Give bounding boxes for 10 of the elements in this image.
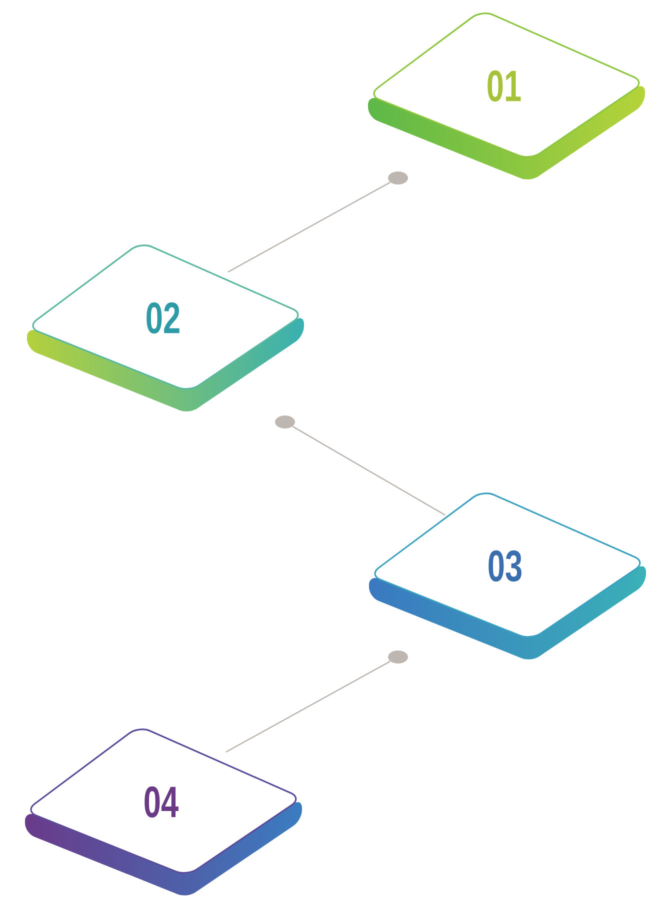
connector-line — [292, 426, 446, 516]
tile: 01 — [373, 12, 640, 158]
tile: 04 — [30, 728, 297, 874]
connector-dot — [275, 416, 295, 428]
connector-line — [226, 660, 390, 753]
tile: 02 — [32, 244, 299, 390]
tile: 03 — [374, 492, 641, 638]
connector-line — [228, 182, 390, 273]
connector-dot — [388, 172, 408, 184]
connector-dot — [388, 650, 408, 664]
